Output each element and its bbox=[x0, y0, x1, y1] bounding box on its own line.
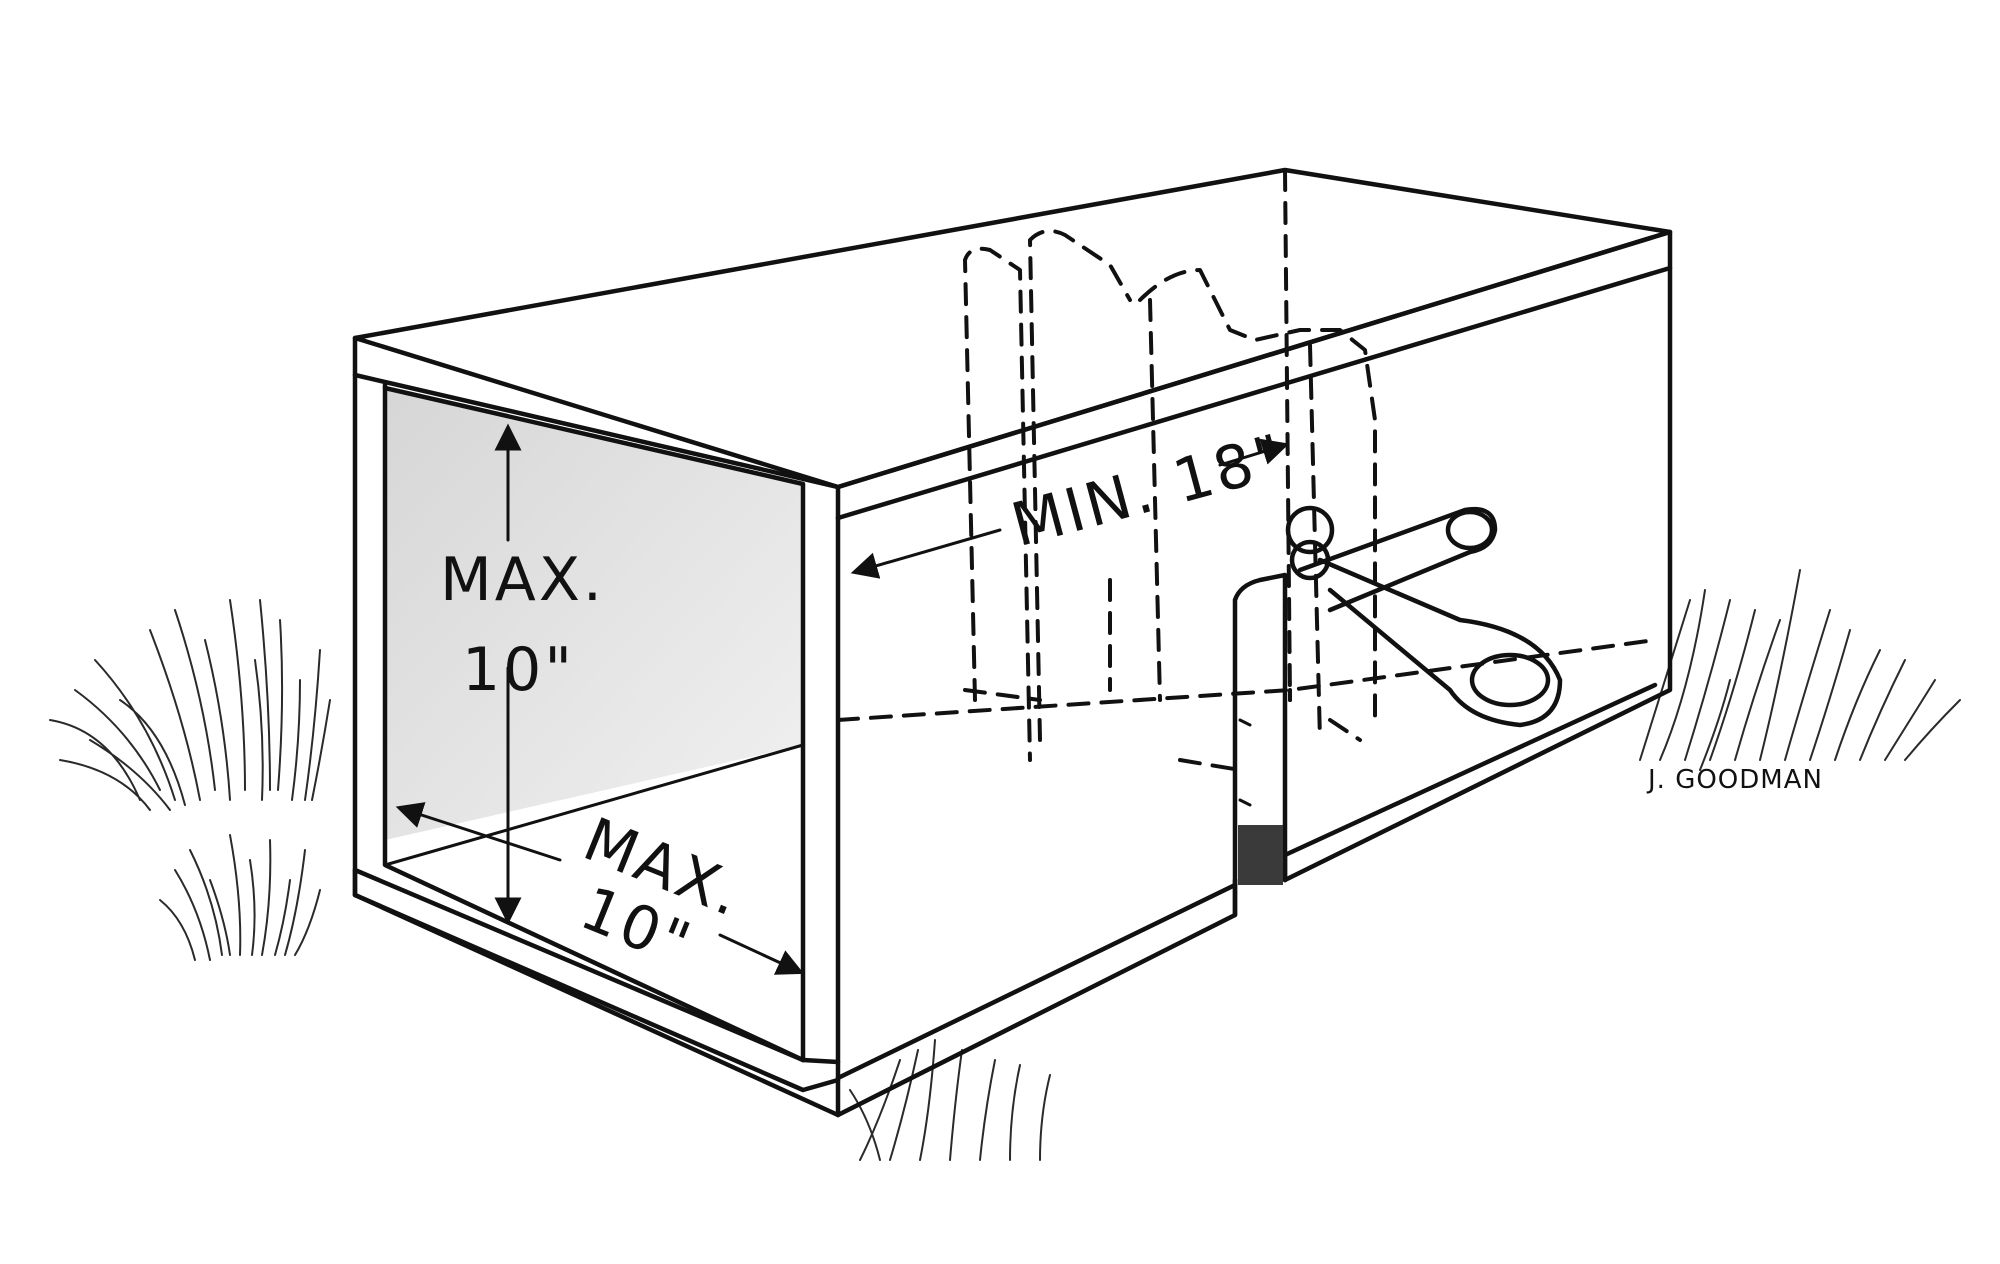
grass-tuft-left bbox=[49, 599, 331, 811]
height-label-line1: MAX. bbox=[440, 545, 605, 615]
door-bottom-strip bbox=[1238, 825, 1283, 885]
height-label-line2: 10" bbox=[462, 635, 575, 705]
interior-shade bbox=[385, 388, 803, 840]
trap-handle bbox=[1285, 505, 1563, 728]
door-slot bbox=[1232, 572, 1288, 918]
grass-tuft-lower-left bbox=[159, 834, 321, 961]
trap-box bbox=[352, 167, 1673, 1118]
length-label: MIN. 18" bbox=[1005, 421, 1294, 561]
grass-tuft-bottom bbox=[849, 1039, 1051, 1161]
artist-signature: J. GOODMAN bbox=[1646, 765, 1823, 795]
hidden-edges bbox=[836, 168, 1657, 722]
dimension-width bbox=[395, 802, 805, 975]
dimension-length bbox=[850, 438, 1290, 579]
grass-tuft-right bbox=[1639, 569, 1961, 771]
interior-floor-edge bbox=[383, 743, 805, 867]
